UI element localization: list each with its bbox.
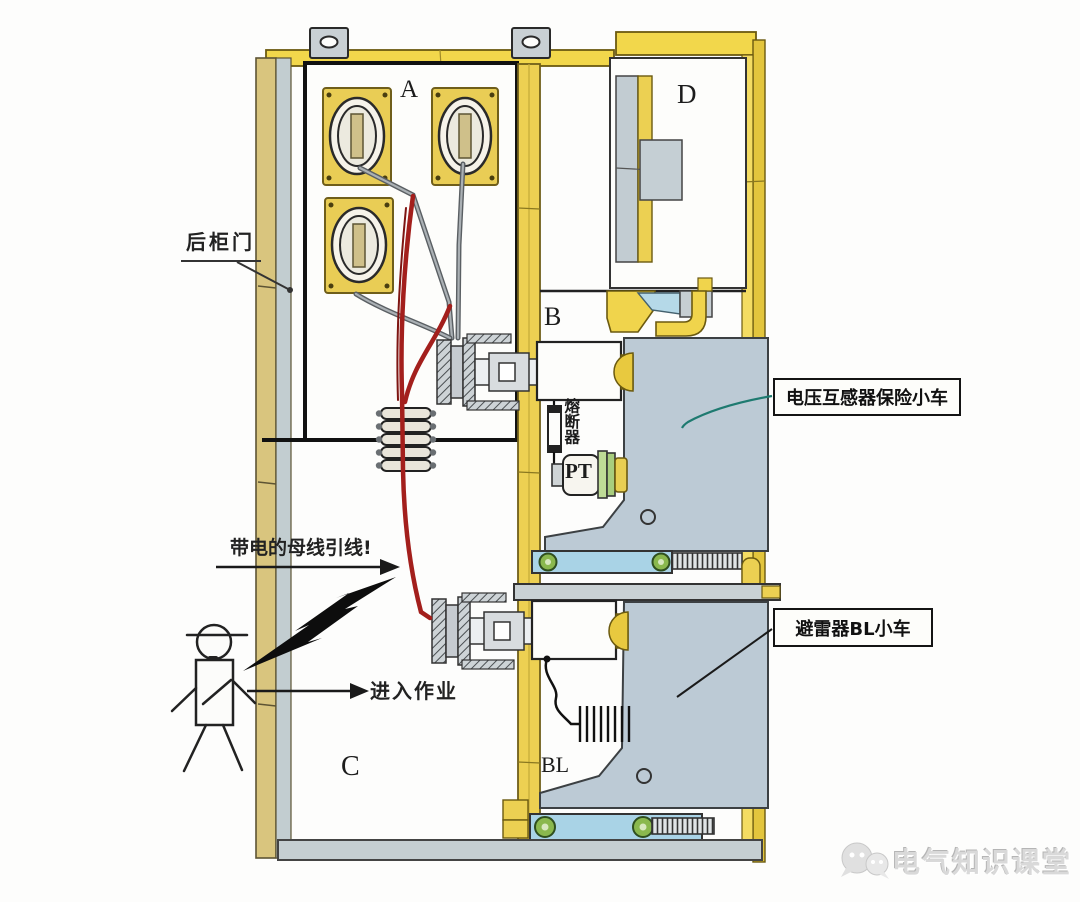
bushing-wires [353,161,466,341]
d-gray-box [639,139,683,201]
d-top-bar [615,31,757,56]
compartment-d [609,57,747,289]
rear-door-pointer [181,260,293,293]
live-busbar-warning-label: 带电的母线引线! [230,537,372,559]
enter-work-arrow [247,683,369,699]
compartment-d-label: D [677,79,697,109]
fuse-body [547,401,562,464]
bushing-top-left [322,87,392,186]
bushing-top-right [431,87,499,186]
pt-trolley-body [544,337,769,552]
watermark: 电气知识课堂 [892,846,1073,879]
lifting-lug-right [511,27,551,59]
bushing-lower-left [324,197,394,294]
busbar-elbow-tube [655,290,707,337]
compartment-bl-label: BL [541,752,570,777]
pt-label: PT [565,459,592,483]
chat-bubbles-icon [841,842,889,879]
compartment-b-label: B [544,302,562,331]
upper-guide-rail [531,550,761,591]
bottom-guide-rail [502,799,715,841]
lightning-bolt-icon [243,577,396,671]
lightning-arrester [543,655,631,742]
arrester-bl-trolley-callout: 避雷器BL小车 [773,608,933,647]
center-partition [517,63,541,857]
enter-work-label: 进入作业 [370,679,458,703]
pt-cylinder [551,450,628,499]
cabinet-base [277,839,763,861]
mid-shelf [513,583,781,601]
fuse-label: 熔断器 [562,398,581,445]
worker-figure [170,623,257,773]
live-busbar-arrow [216,559,400,575]
bl-trolley-body [539,601,769,809]
rack-strip [651,817,715,835]
compartment-a-label: A [400,76,419,103]
vt-fuse-trolley-callout: 电压互感器保险小车 [773,378,961,416]
rear-door-wall [255,57,292,859]
vt-trolley-pointer-line [681,394,773,429]
rear-door-label: 后柜门 [186,230,255,254]
lifting-lug-left [309,27,349,59]
busbar-elbow-region [540,277,746,337]
rack-strip [671,552,743,570]
live-busbar-cables [396,193,453,621]
arrester-trolley-pointer-line [676,628,773,698]
current-transformer [375,407,437,472]
compartment-c-label: C [341,751,360,782]
